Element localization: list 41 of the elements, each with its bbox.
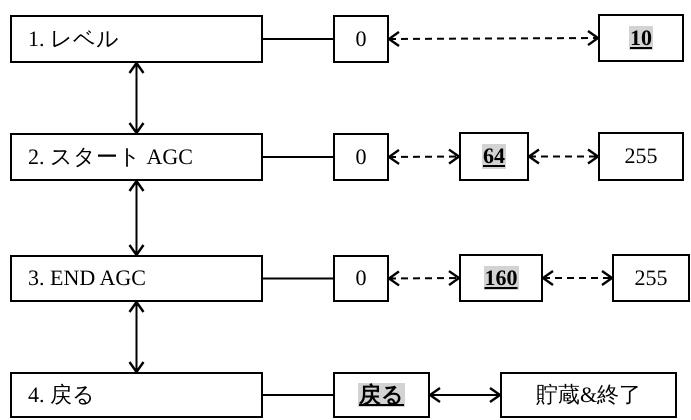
selected-value: 戻る bbox=[358, 382, 405, 408]
value-box bbox=[500, 372, 677, 418]
box-label: 0 bbox=[356, 144, 366, 170]
box-label: 貯蔵&終了 bbox=[536, 382, 642, 408]
box-label: 1. レベル bbox=[28, 26, 119, 52]
arrow bbox=[428, 386, 502, 404]
arrow bbox=[528, 148, 600, 165]
box-label: 4. 戻る bbox=[28, 382, 95, 408]
menu-box bbox=[10, 15, 263, 63]
value-box bbox=[333, 255, 389, 302]
menu-box bbox=[10, 372, 263, 418]
menu-box bbox=[10, 133, 263, 181]
selected-value: 10 bbox=[629, 26, 653, 50]
value-box bbox=[333, 372, 430, 418]
arrow bbox=[128, 300, 145, 374]
menu-box bbox=[10, 255, 263, 302]
connector-line bbox=[263, 38, 333, 40]
arrow bbox=[388, 270, 460, 287]
value-box bbox=[598, 14, 684, 62]
value-box bbox=[333, 133, 389, 181]
box-label: 0 bbox=[356, 26, 366, 52]
connector-line bbox=[263, 394, 333, 396]
connector-line bbox=[263, 156, 333, 158]
box-label: 0 bbox=[356, 266, 366, 291]
selected-value: 64 bbox=[482, 144, 506, 169]
value-box bbox=[612, 254, 690, 302]
arrow bbox=[128, 62, 145, 134]
connector-line bbox=[263, 278, 333, 280]
selected-value: 160 bbox=[484, 266, 518, 290]
box-label: 255 bbox=[624, 144, 658, 169]
arrow bbox=[388, 148, 460, 166]
box-label: 255 bbox=[634, 266, 668, 290]
value-box bbox=[459, 132, 529, 181]
value-box bbox=[333, 15, 389, 63]
value-box bbox=[459, 254, 543, 302]
box-label: 3. END AGC bbox=[28, 266, 146, 291]
arrow bbox=[128, 180, 145, 256]
box-label: 2. スタート AGC bbox=[28, 144, 193, 170]
arrow bbox=[542, 270, 614, 286]
value-box bbox=[598, 132, 684, 181]
arrow bbox=[388, 30, 600, 48]
